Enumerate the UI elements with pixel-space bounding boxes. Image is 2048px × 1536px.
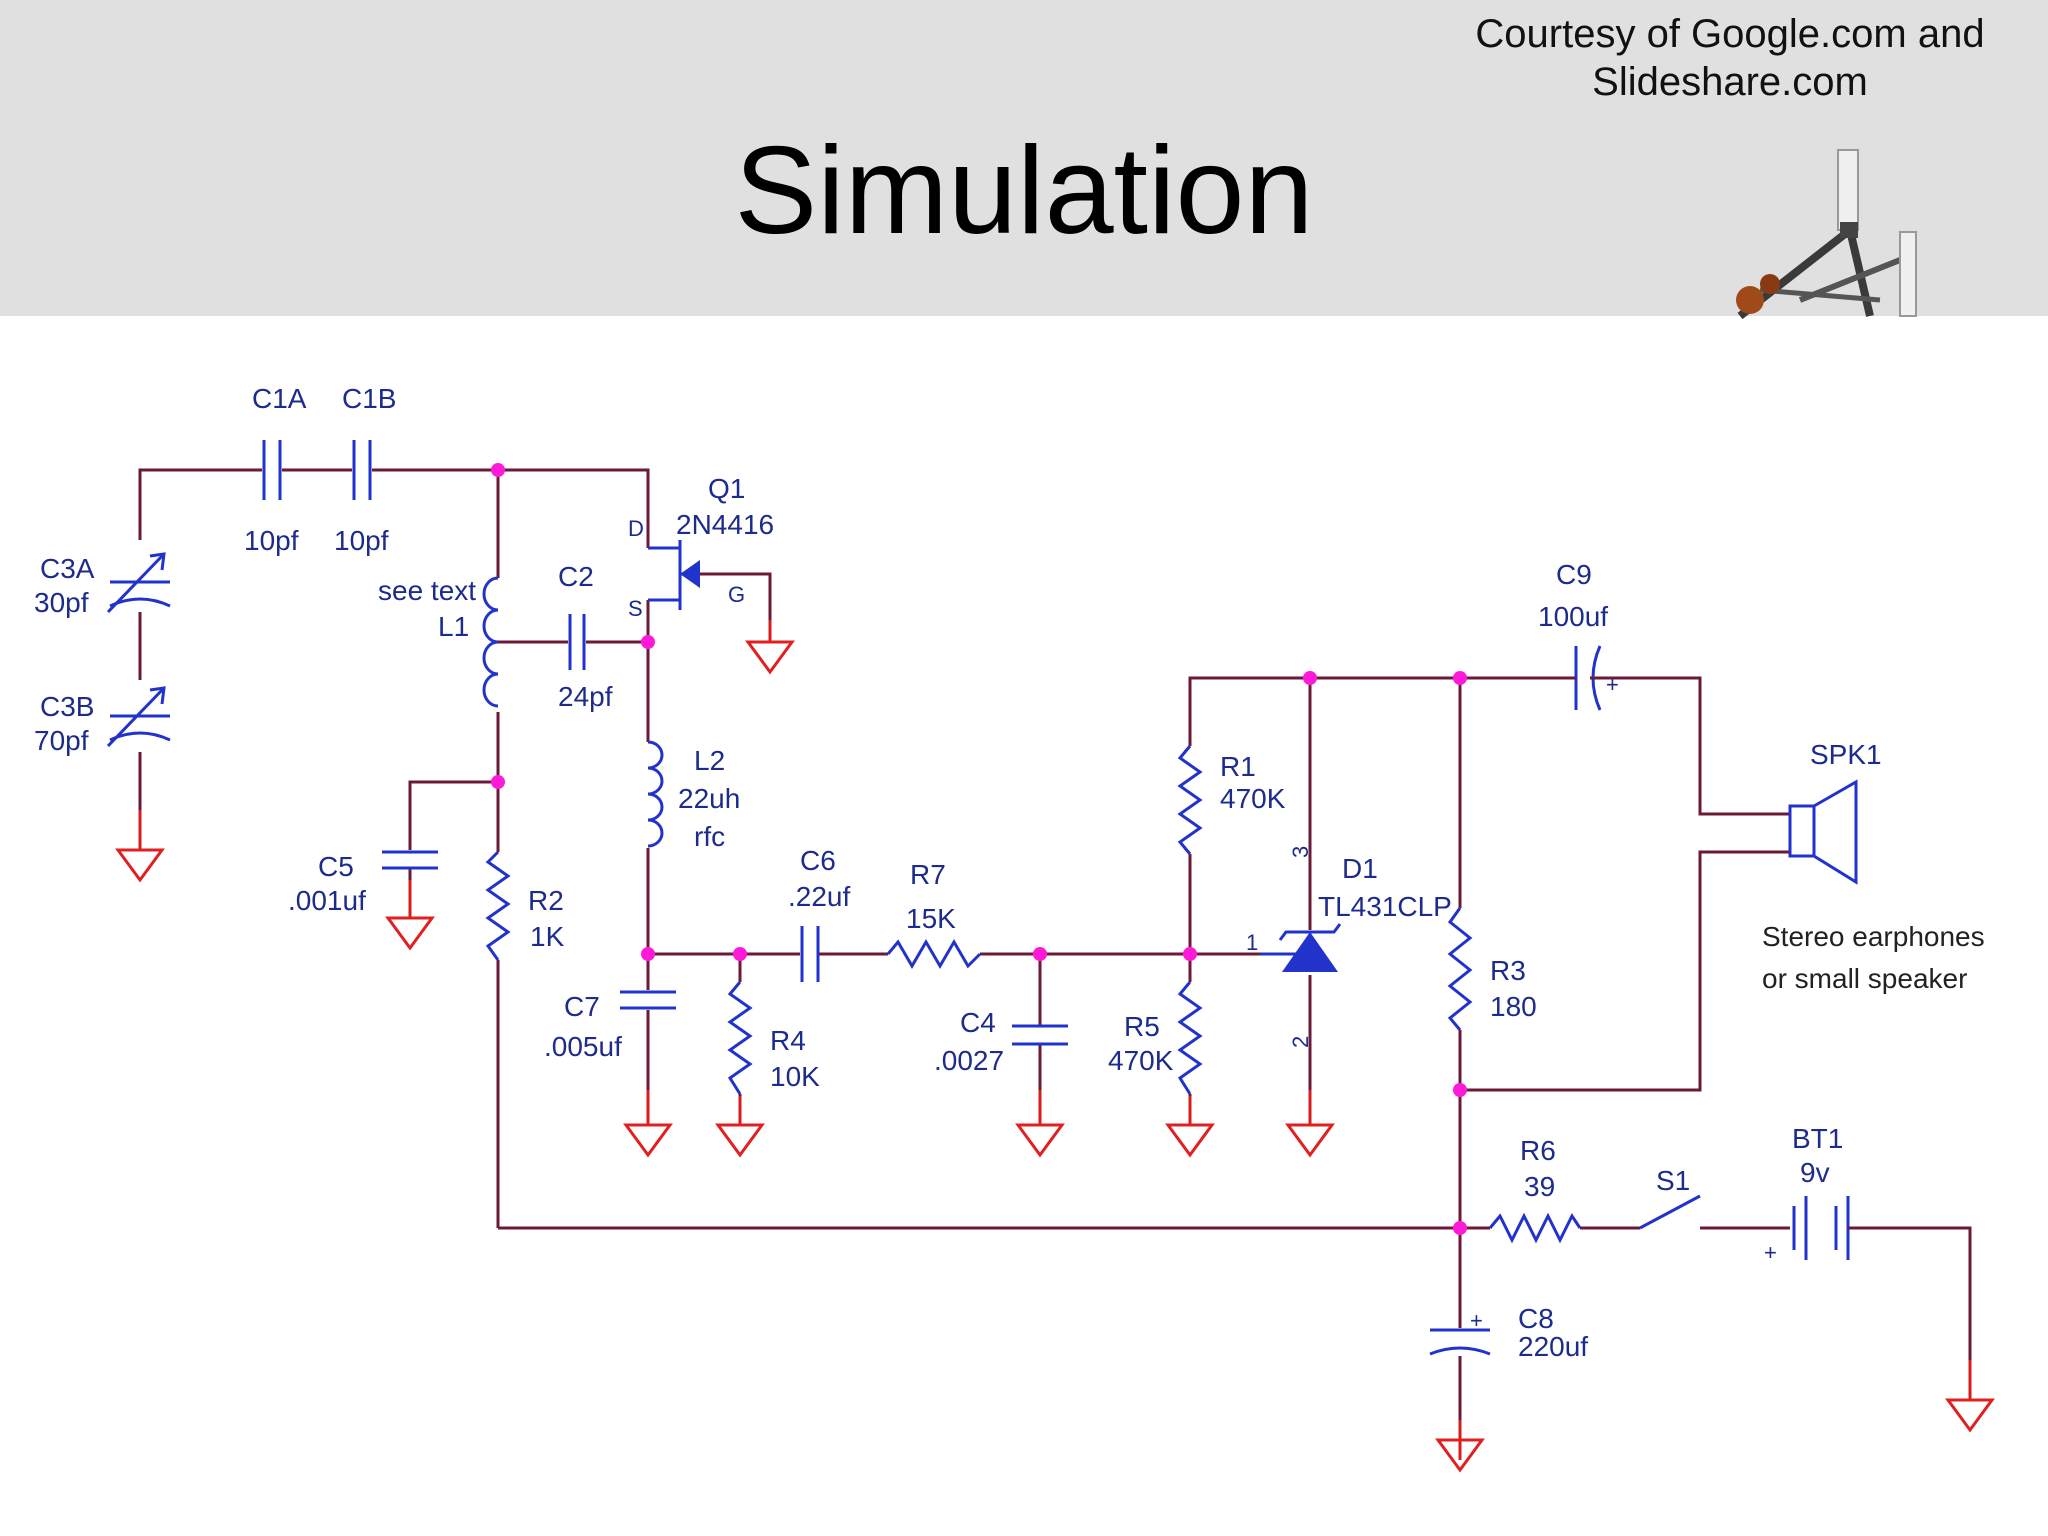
c9-label: C9 bbox=[1556, 559, 1592, 590]
c1b-value: 10pf bbox=[334, 525, 389, 556]
r7-label: R7 bbox=[910, 859, 946, 890]
c5-value: .001uf bbox=[288, 885, 366, 916]
c9-plus: + bbox=[1606, 672, 1619, 697]
bt1-value: 9v bbox=[1800, 1157, 1830, 1188]
courtesy-line-1: Courtesy of Google.com and bbox=[1475, 12, 1985, 56]
r1-value: 470K bbox=[1220, 783, 1286, 814]
d1-value: TL431CLP bbox=[1318, 891, 1452, 922]
courtesy-note: Courtesy of Google.com and Slideshare.co… bbox=[1430, 10, 2030, 106]
r7-value: 15K bbox=[906, 903, 956, 934]
r2-label: R2 bbox=[528, 885, 564, 916]
d1-pin-1: 1 bbox=[1246, 930, 1258, 955]
resistor-r6 bbox=[1488, 1212, 1582, 1244]
resistor-r7 bbox=[886, 939, 982, 969]
r4-value: 10K bbox=[770, 1061, 820, 1092]
c7-value: .005uf bbox=[544, 1031, 622, 1062]
switch-s1 bbox=[1639, 1194, 1701, 1230]
capacitor-c4 bbox=[1012, 1024, 1068, 1046]
q1-pin-g: G bbox=[728, 582, 745, 607]
resistor-r4 bbox=[727, 981, 753, 1095]
c4-value: .0027 bbox=[934, 1045, 1004, 1076]
capacitor-c7 bbox=[620, 990, 676, 1010]
d1-label: D1 bbox=[1342, 853, 1378, 884]
slide-title: Simulation bbox=[734, 122, 1314, 260]
q1-value: 2N4416 bbox=[676, 509, 774, 540]
r5-value: 470K bbox=[1108, 1045, 1174, 1076]
c2-value: 24pf bbox=[558, 681, 613, 712]
electrolytic-capacitor-c8 bbox=[1429, 1328, 1491, 1356]
c1a-label: C1A bbox=[252, 383, 307, 414]
resistor-r1 bbox=[1177, 745, 1203, 855]
slide-header bbox=[0, 0, 2048, 316]
capacitor-c2 bbox=[568, 614, 586, 670]
c2-label: C2 bbox=[558, 561, 594, 592]
r4-label: R4 bbox=[770, 1025, 806, 1056]
junction-dots bbox=[491, 463, 1467, 1235]
c6-value: .22uf bbox=[788, 881, 850, 912]
capacitor-c6 bbox=[800, 926, 820, 982]
zener-diode-d1 bbox=[1260, 923, 1342, 972]
c5-label: C5 bbox=[318, 851, 354, 882]
l2-extra: rfc bbox=[694, 821, 725, 852]
resistor-r2 bbox=[485, 850, 511, 961]
courtesy-line-2: Slideshare.com bbox=[1592, 60, 1868, 104]
c1a-value: 10pf bbox=[244, 525, 299, 556]
capacitor-c1b bbox=[352, 440, 372, 500]
r2-value: 1K bbox=[530, 921, 565, 952]
l2-value: 22uh bbox=[678, 783, 740, 814]
spk1-note-line-2: or small speaker bbox=[1762, 963, 1967, 994]
variable-capacitor-c3b bbox=[106, 686, 171, 748]
r5-label: R5 bbox=[1124, 1011, 1160, 1042]
resistor-r5 bbox=[1177, 981, 1203, 1095]
r6-label: R6 bbox=[1520, 1135, 1556, 1166]
c4-label: C4 bbox=[960, 1007, 996, 1038]
capacitor-c1a bbox=[262, 440, 282, 500]
capacitor-c5 bbox=[382, 850, 438, 870]
ground-symbols bbox=[116, 640, 1994, 1472]
antenna-tower-icon bbox=[1736, 149, 1917, 320]
jfet-q1 bbox=[648, 540, 700, 610]
d1-pin-3: 3 bbox=[1288, 846, 1313, 858]
q1-label: Q1 bbox=[708, 473, 745, 504]
ground-stubs bbox=[138, 620, 1972, 1460]
c7-label: C7 bbox=[564, 991, 600, 1022]
c8-value: 220uf bbox=[1518, 1331, 1588, 1362]
l1-note: see text bbox=[378, 575, 476, 606]
component-labels: C1A C1B 10pf 10pf C3A 30pf C3B 70pf see … bbox=[34, 383, 1985, 1362]
r3-label: R3 bbox=[1490, 955, 1526, 986]
r3-value: 180 bbox=[1490, 991, 1537, 1022]
inductor-l2 bbox=[647, 740, 664, 848]
spk1-label: SPK1 bbox=[1810, 739, 1882, 770]
c3a-label: C3A bbox=[40, 553, 95, 584]
c8-label: C8 bbox=[1518, 1303, 1554, 1334]
electrolytic-capacitor-c9 bbox=[1560, 645, 1610, 711]
r6-value: 39 bbox=[1524, 1171, 1555, 1202]
c1b-label: C1B bbox=[342, 383, 396, 414]
d1-pin-2: 2 bbox=[1288, 1036, 1313, 1048]
speaker-spk1-icon bbox=[1788, 779, 1858, 885]
bt1-label: BT1 bbox=[1792, 1123, 1843, 1154]
c6-label: C6 bbox=[800, 845, 836, 876]
q1-pin-d: D bbox=[628, 516, 644, 541]
resistor-r3 bbox=[1447, 907, 1473, 1031]
bt1-plus: + bbox=[1764, 1240, 1777, 1265]
c3b-label: C3B bbox=[40, 691, 94, 722]
c8-plus: + bbox=[1470, 1308, 1483, 1333]
l2-label: L2 bbox=[694, 745, 725, 776]
inductor-l1 bbox=[482, 576, 499, 708]
s1-label: S1 bbox=[1656, 1165, 1690, 1196]
wires bbox=[138, 468, 1972, 1460]
q1-pin-s: S bbox=[628, 596, 643, 621]
battery-bt1 bbox=[1792, 1196, 1852, 1260]
spk1-note-line-1: Stereo earphones bbox=[1762, 921, 1985, 952]
c9-value: 100uf bbox=[1538, 601, 1608, 632]
l1-label: L1 bbox=[438, 611, 469, 642]
c3b-value: 70pf bbox=[34, 725, 89, 756]
c3a-value: 30pf bbox=[34, 587, 89, 618]
r1-label: R1 bbox=[1220, 751, 1256, 782]
variable-capacitor-c3a bbox=[106, 552, 171, 614]
